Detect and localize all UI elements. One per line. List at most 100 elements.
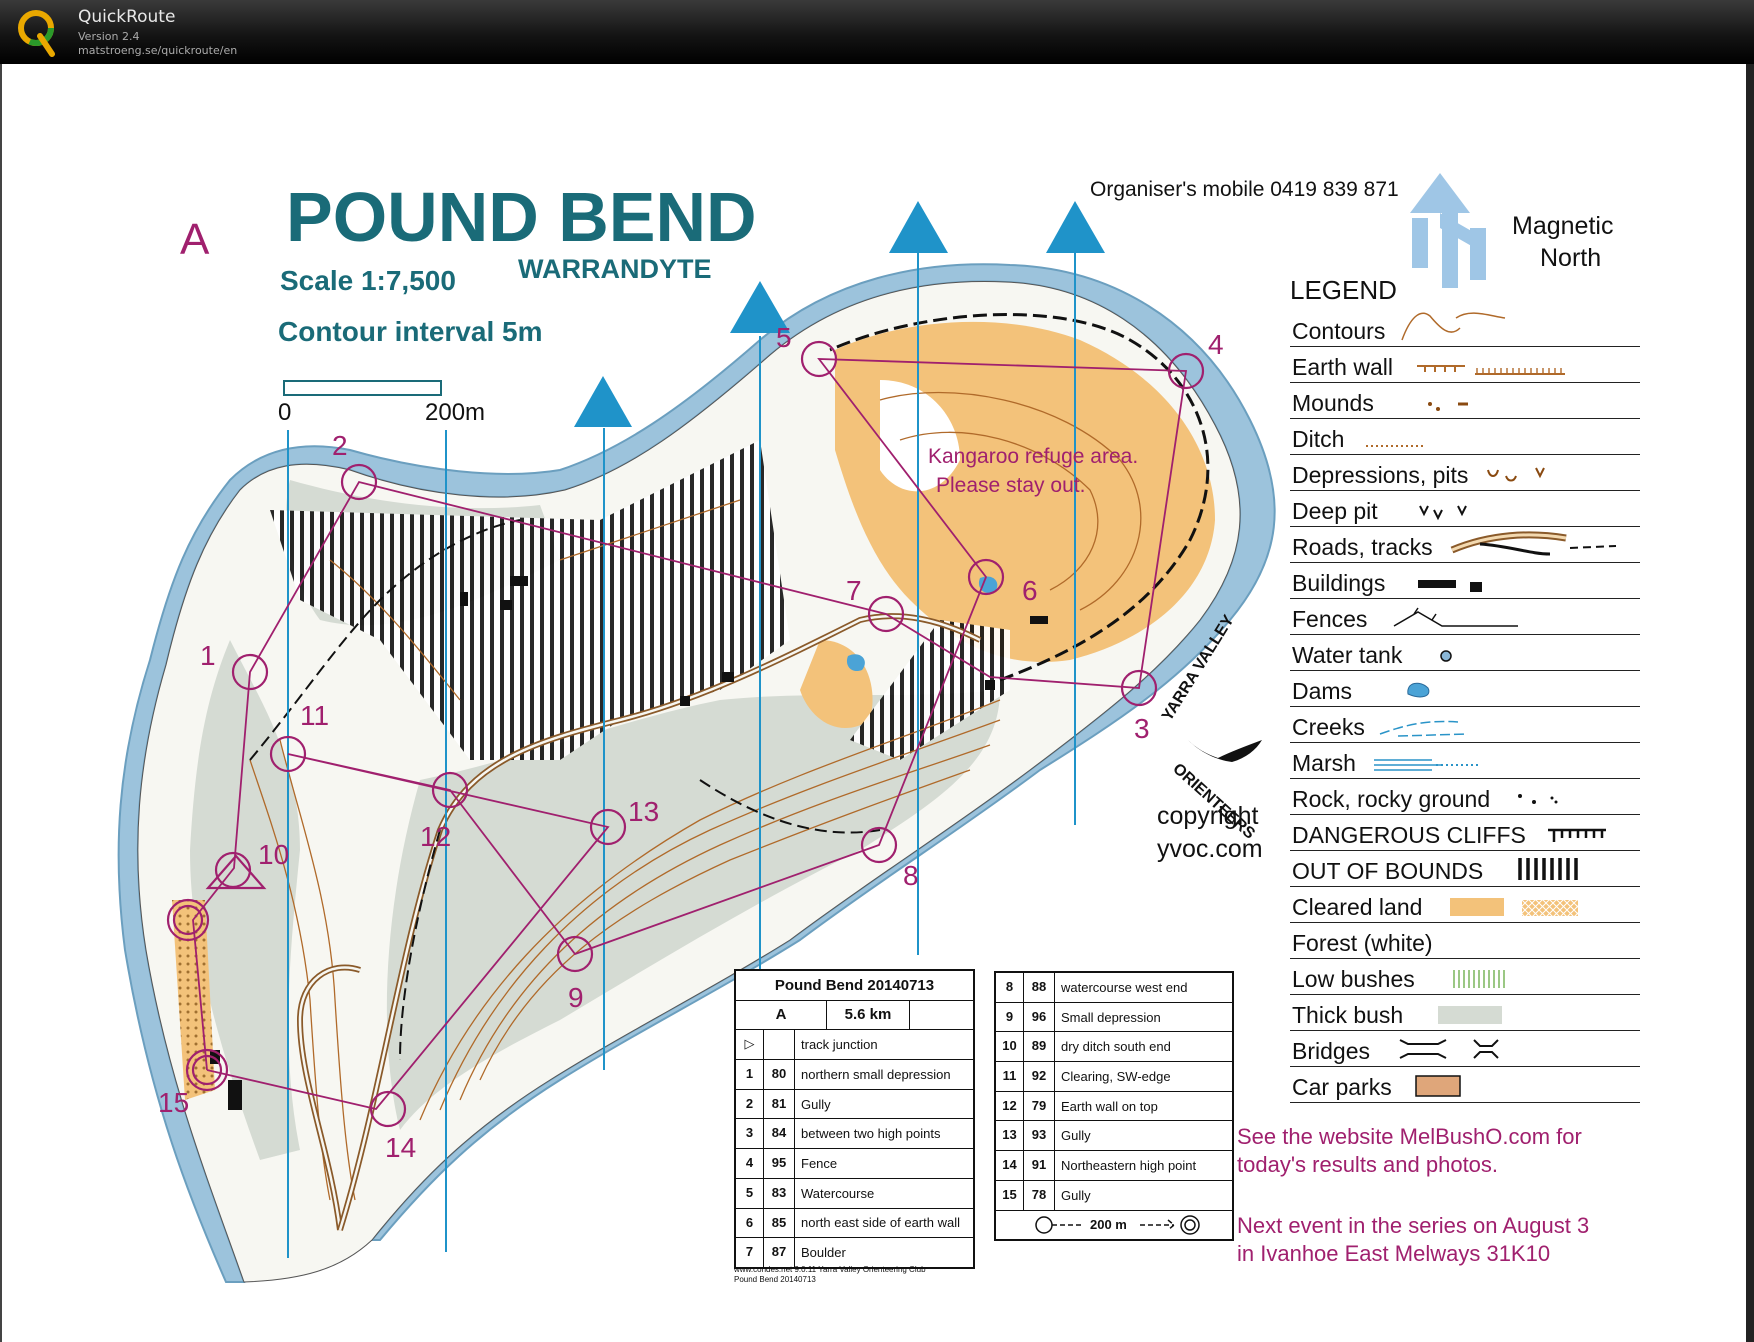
- legend-label: Dams: [1292, 678, 1353, 704]
- control-no: 1: [736, 1060, 764, 1089]
- control-code: 96: [1024, 1002, 1055, 1032]
- orienteering-map[interactable]: 1 2 3 4 5 6 7 8 9 10 11 12 13 14 15 A PO…: [0, 64, 1754, 1342]
- legend-label: Deep pit: [1292, 498, 1378, 524]
- legend-row-contours: Contours: [1290, 312, 1640, 347]
- control-code: 84: [764, 1119, 795, 1149]
- legend-label: Cleared land: [1292, 894, 1423, 920]
- magnetic-north-lines: [287, 250, 1076, 1258]
- control-code: 88: [1024, 973, 1055, 1002]
- legend-label: Depressions, pits: [1292, 462, 1469, 488]
- control-table-left: Pound Bend 20140713 A 5.6 km ▷ track jun…: [734, 969, 975, 1269]
- magnetic-north-icon: [1410, 173, 1486, 288]
- legend-row-deep-pit: Deep pit: [1290, 492, 1640, 527]
- control-code: 93: [1024, 1121, 1055, 1151]
- app-name: QuickRoute: [78, 7, 176, 27]
- table-header-row: Pound Bend 20140713: [736, 971, 973, 1001]
- control-number: 3: [1134, 713, 1150, 744]
- control-code: 89: [1024, 1032, 1055, 1062]
- control-code: 91: [1024, 1151, 1055, 1180]
- control-no: 2: [736, 1089, 764, 1119]
- legend-row-cleared: Cleared land: [1290, 888, 1640, 923]
- control-number: 6: [1022, 575, 1038, 606]
- organiser-phone: Organiser's mobile 0419 839 871: [1090, 178, 1399, 201]
- buildings: [210, 576, 1048, 1110]
- scale-bar-start: 0: [278, 399, 291, 426]
- legend-label: Rock, rocky ground: [1292, 786, 1491, 812]
- dam-symbol-icon: [1407, 682, 1430, 698]
- legend-row-forest: Forest (white): [1290, 924, 1640, 959]
- control-number: 8: [903, 860, 919, 891]
- control-no: 12: [996, 1091, 1024, 1121]
- control-desc: Boulder: [801, 1245, 846, 1261]
- dam: [978, 576, 998, 594]
- out-of-bounds-symbol-icon: [1518, 858, 1578, 880]
- legend-row-marsh: Marsh: [1290, 744, 1640, 779]
- app-version: Version 2.4: [78, 30, 140, 43]
- control-no: 7: [736, 1238, 764, 1267]
- building-symbol-icon: [1418, 580, 1482, 592]
- control-no: 10: [996, 1032, 1024, 1062]
- water-tank-symbol-icon: [1440, 650, 1452, 662]
- table-footer-1: www.condes.net 9.0.11 Yarra Valley Orien…: [734, 1265, 926, 1274]
- legend-row-water-tank: Water tank: [1290, 636, 1640, 671]
- event-name: Pound Bend 20140713: [774, 976, 935, 994]
- course-letter: A: [180, 215, 210, 264]
- control-number: 9: [568, 982, 584, 1013]
- legend-label: Earth wall: [1292, 354, 1393, 380]
- control-desc: Gully: [1061, 1187, 1091, 1203]
- map-subtitle: WARRANDYTE: [518, 254, 712, 284]
- legend-label: Bridges: [1292, 1038, 1370, 1064]
- legend-label: Water tank: [1292, 642, 1403, 668]
- control-desc: Gully: [801, 1096, 831, 1112]
- legend-row-depressions: Depressions, pits: [1290, 456, 1640, 491]
- scale-bar: [283, 380, 442, 396]
- mound-symbol-icon: [1428, 402, 1468, 411]
- thick-bush-west: [190, 640, 300, 1160]
- earth-wall-symbol-icon: [1417, 365, 1565, 375]
- dam: [846, 654, 865, 672]
- app-url: matstroeng.se/quickroute/en: [78, 44, 238, 57]
- control-no: 4: [736, 1149, 764, 1178]
- copyright-2: yvoc.com: [1157, 835, 1263, 863]
- legend-label: Creeks: [1292, 714, 1365, 740]
- control-desc: Watercourse: [801, 1185, 875, 1201]
- next-event-2: in Ivanhoe East Melways 31K10: [1237, 1241, 1550, 1266]
- legend-label: OUT OF BOUNDS: [1292, 858, 1484, 884]
- legend-label: Fences: [1292, 606, 1368, 632]
- legend-row-fences: Fences: [1290, 600, 1640, 635]
- control-no: 3: [736, 1119, 764, 1149]
- fence-symbol-icon: [1393, 607, 1518, 627]
- finish-leg-icon: [1035, 1215, 1200, 1235]
- control-no: 9: [996, 1002, 1024, 1032]
- control-number: 4: [1208, 329, 1224, 360]
- legend-label: Mounds: [1292, 390, 1374, 416]
- legend-row-out-of-bounds: OUT OF BOUNDS: [1290, 852, 1640, 887]
- start-row: ▷ track junction: [736, 1030, 973, 1061]
- control-desc: northern small depression: [801, 1066, 951, 1082]
- control-desc: Northeastern high point: [1061, 1157, 1197, 1173]
- tracks: [249, 313, 1210, 1231]
- window-edge: [1746, 64, 1754, 1342]
- control-no: 11: [996, 1062, 1024, 1091]
- control-no: 6: [736, 1208, 764, 1238]
- legend-row-bridges: Bridges: [1290, 1032, 1640, 1067]
- control-no: 13: [996, 1121, 1024, 1151]
- control-code: 85: [764, 1208, 795, 1238]
- control-code: 95: [764, 1149, 795, 1178]
- finish-distance: 200 m: [1090, 1217, 1127, 1233]
- control-number: 15: [158, 1087, 189, 1118]
- control-code: 79: [1024, 1091, 1055, 1121]
- car-park-symbol-icon: [1415, 1075, 1461, 1097]
- control-no: 5: [736, 1178, 764, 1208]
- copyright-1: copyright: [1157, 802, 1258, 830]
- refuge-notice-2: Please stay out.: [936, 474, 1085, 497]
- start-triangle-icon: ▷: [736, 1030, 764, 1060]
- table-footer-2: Pound Bend 20140713: [734, 1275, 816, 1284]
- control-number: 12: [420, 821, 451, 852]
- thick-bush-south: [386, 690, 1000, 1130]
- road-symbol-icon: [1450, 531, 1617, 556]
